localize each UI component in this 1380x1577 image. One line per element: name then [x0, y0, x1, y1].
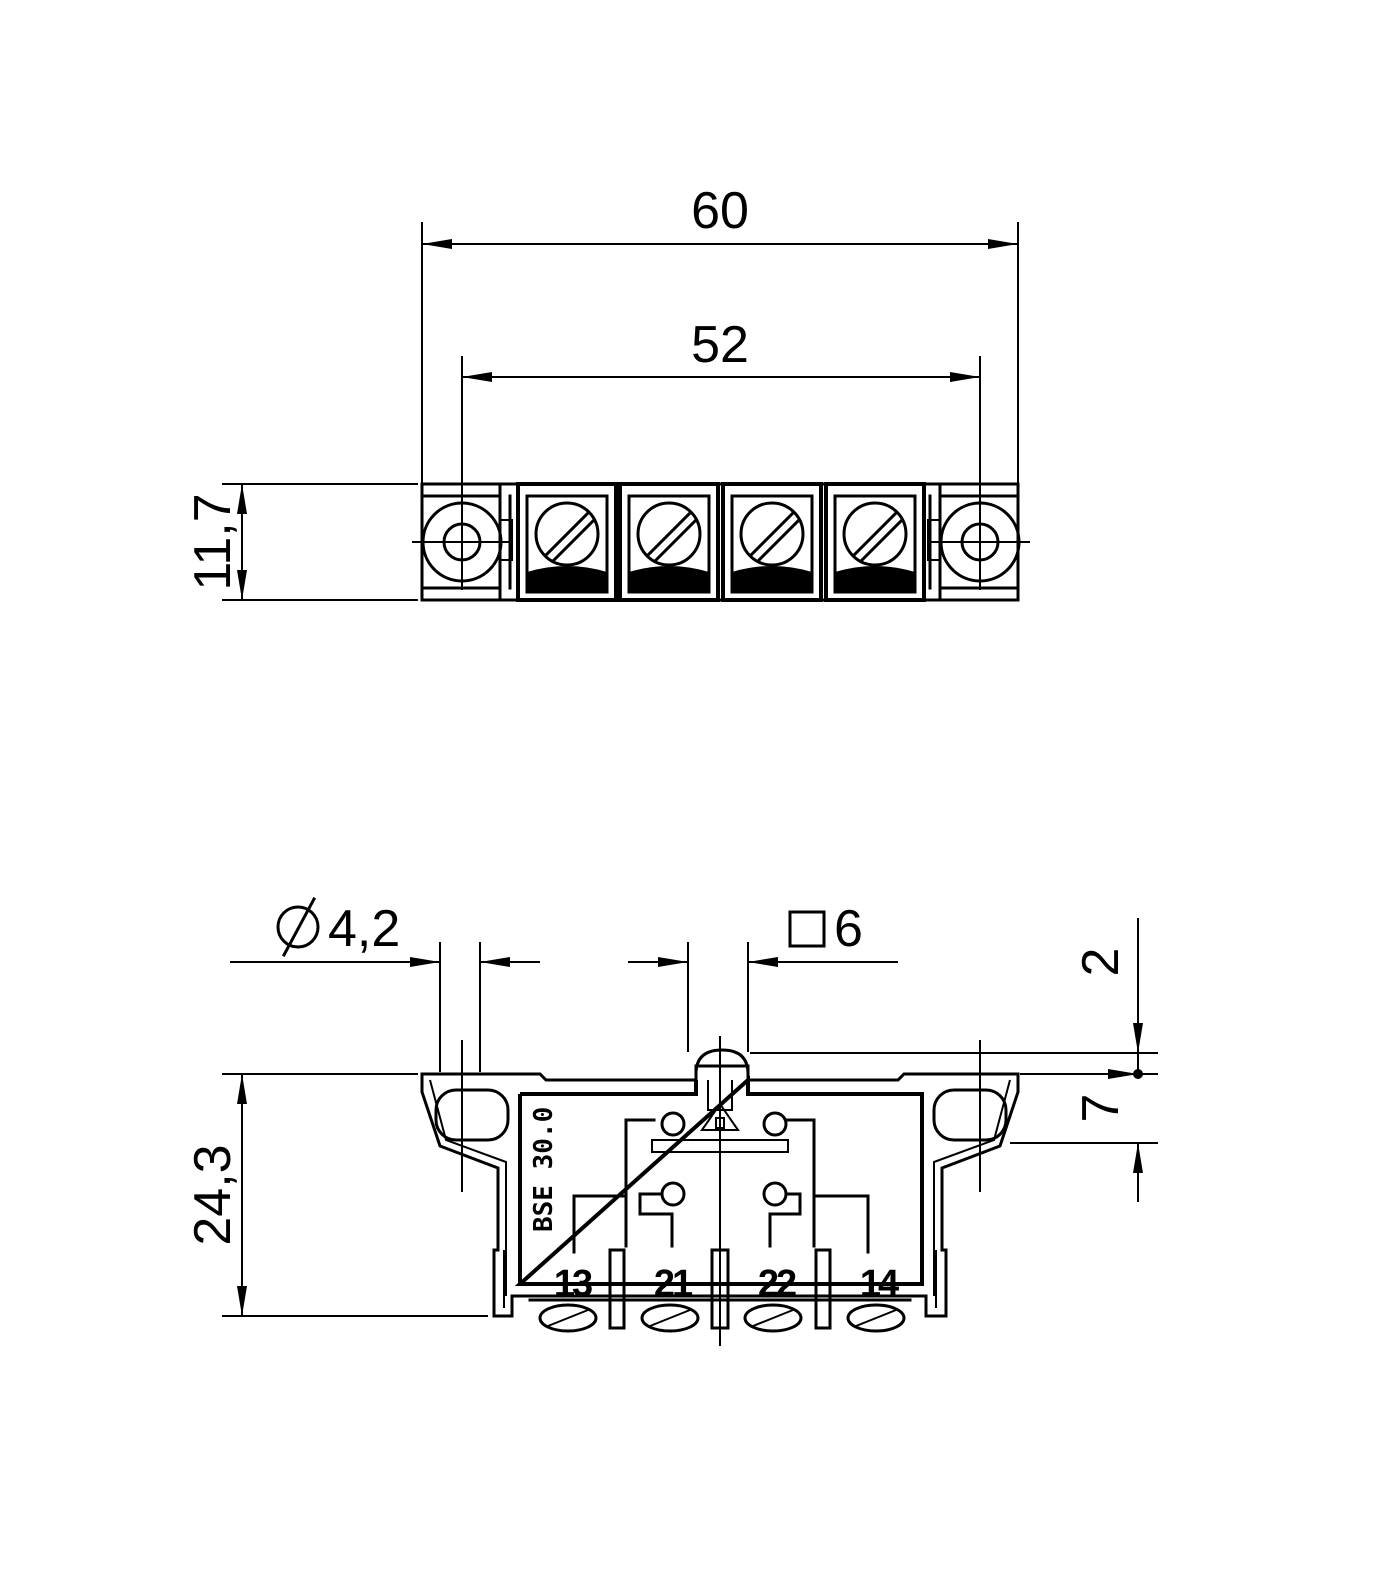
terminal-label-13: 13: [554, 1263, 592, 1305]
terminal-bay-2: [618, 482, 720, 602]
contact-schematic: [572, 1111, 870, 1254]
mounting-hole-right: [930, 501, 1030, 583]
terminal-bay-1: [516, 482, 618, 602]
dimension-11-7-label: 11,7: [184, 493, 242, 590]
terminal-label-21: 21: [654, 1263, 693, 1305]
mounting-hole-front-right: [932, 1040, 1008, 1192]
terminal-screws-bottom: [528, 1298, 912, 1333]
dimension-square: 6: [628, 900, 898, 1052]
switch-housing-outline: [420, 1064, 1020, 1318]
terminal-label-14: 14: [860, 1263, 899, 1305]
dimension-hole-spacing: 52: [461, 316, 981, 590]
dimension-6-label: 6: [834, 900, 863, 958]
dimension-hole-diameter: 4,2: [230, 896, 540, 1072]
dimension-7-label: 7: [1072, 1094, 1130, 1123]
dimension-flange: 7: [1072, 1094, 1143, 1202]
dimension-2-label: 2: [1072, 948, 1130, 977]
dimension-total-height: 24,3: [184, 1073, 488, 1317]
dimension-24-3-label: 24,3: [184, 1144, 242, 1245]
terminal-separators: [608, 1248, 832, 1330]
diameter-icon: [276, 896, 320, 958]
dimension-overall-width: 60: [421, 182, 1019, 484]
housing-marking: BSE 30.0: [529, 1107, 559, 1232]
dimension-60-label: 60: [691, 182, 749, 240]
mounting-hole-left: [412, 501, 512, 583]
dimension-52-label: 52: [691, 316, 749, 374]
dimension-height: 11,7: [184, 483, 418, 601]
top-view: 60 52 11,7: [184, 182, 1030, 602]
front-view: 4,2 6 2 7: [184, 896, 1158, 1346]
terminal-bay-3: [721, 482, 823, 602]
dimension-top-offset: 2: [750, 918, 1158, 1144]
mounting-hole-front-left: [434, 1040, 510, 1192]
terminal-bay-4: [824, 482, 926, 602]
actuator-plunger: [694, 1048, 750, 1131]
terminal-label-22: 22: [758, 1263, 796, 1305]
dimension-4-2-label: 4,2: [328, 900, 400, 958]
square-icon: [788, 910, 826, 948]
